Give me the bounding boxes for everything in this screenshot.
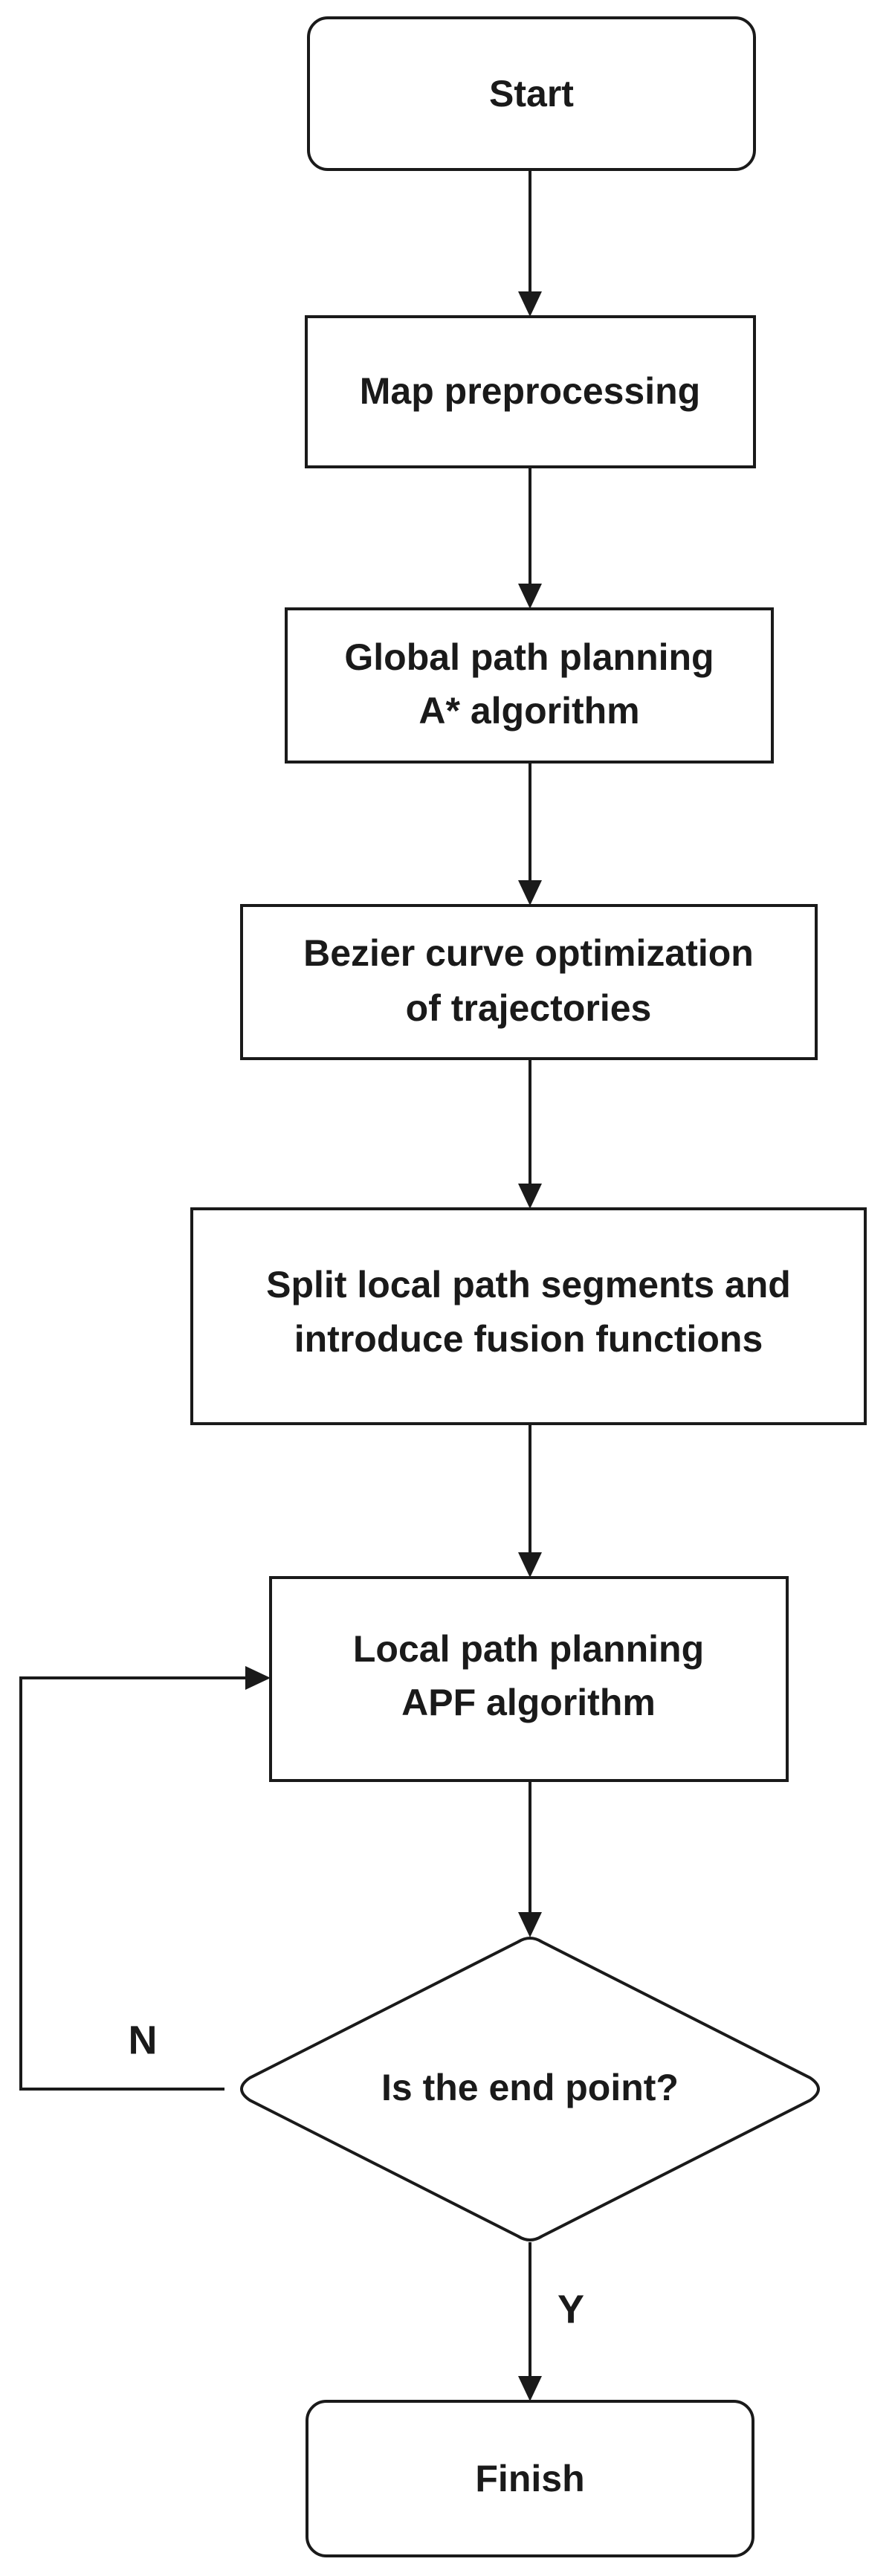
map-preprocessing-label: Map preprocessing (360, 370, 700, 412)
edge-start-to-map (518, 170, 542, 317)
start-label: Start (489, 73, 574, 114)
bezier-optimization-node: Bezier curve optimization of trajectorie… (240, 904, 818, 1060)
start-node: Start (307, 16, 756, 171)
end-point-decision-label: Is the end point? (381, 2067, 679, 2108)
finish-node: Finish (306, 2400, 754, 2557)
bezier-optimization-line-1: Bezier curve optimization (303, 932, 754, 974)
local-path-planning-line-2: APF algorithm (401, 1682, 656, 1723)
edge-local-to-decision (518, 1781, 542, 1937)
edge-global-to-bezier (518, 762, 542, 906)
global-path-planning-node: Global path planning A* algorithm (285, 607, 774, 764)
split-local-segments-node: Split local path segments and introduce … (190, 1207, 867, 1425)
end-point-decision-node: Is the end point? (240, 1937, 820, 2241)
branch-label-no: N (129, 2018, 158, 2062)
local-path-planning-line-1: Local path planning (353, 1628, 704, 1670)
edge-decision-no-loop (19, 1666, 271, 2091)
edge-map-to-global (518, 467, 542, 609)
map-preprocessing-node: Map preprocessing (305, 315, 756, 468)
edge-decision-yes-to-finish (518, 2242, 542, 2401)
edge-bezier-to-split (518, 1059, 542, 1209)
global-path-planning-line-2: A* algorithm (418, 690, 639, 732)
edge-split-to-local (518, 1424, 542, 1578)
finish-label: Finish (475, 2458, 584, 2499)
split-local-segments-line-2: introduce fusion functions (294, 1318, 763, 1360)
global-path-planning-line-1: Global path planning (344, 636, 714, 678)
local-path-planning-node: Local path planning APF algorithm (269, 1576, 789, 1782)
bezier-optimization-line-2: of trajectories (406, 987, 652, 1029)
branch-label-yes: Y (558, 2287, 584, 2331)
split-local-segments-line-1: Split local path segments and (266, 1264, 791, 1305)
